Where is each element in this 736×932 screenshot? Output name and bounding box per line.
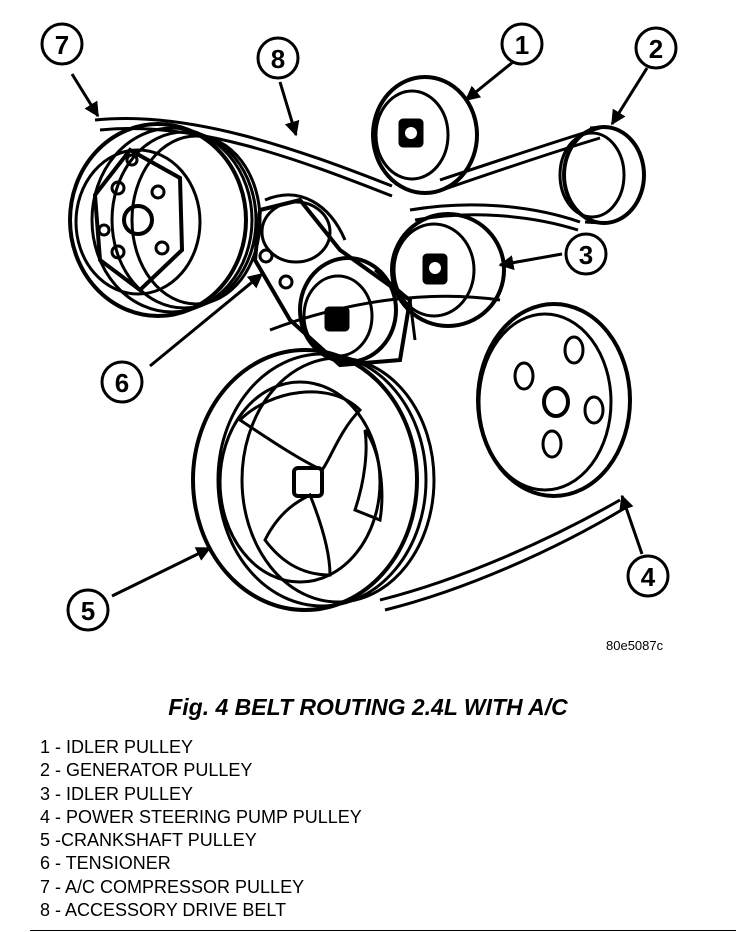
legend-item: 5 -CRANKSHAFT PULLEY xyxy=(40,830,257,851)
generator-pulley xyxy=(558,125,646,225)
legend-item: 6 - TENSIONER xyxy=(40,853,171,874)
callout-circle-2 xyxy=(634,26,678,70)
legend-item: 7 - A/C COMPRESSOR PULLEY xyxy=(40,876,305,897)
callout-circle-6 xyxy=(100,360,144,404)
leader-7 xyxy=(70,73,100,118)
callout-circle-7 xyxy=(40,22,84,66)
callout-circle-1 xyxy=(500,22,544,66)
callout-label-3: 3 xyxy=(579,240,593,270)
figure-reference: 80e5087c xyxy=(606,638,664,653)
callout-circle-3 xyxy=(564,232,608,276)
leader-4 xyxy=(619,494,644,555)
callout-label-5: 5 xyxy=(81,596,95,626)
legend-item: 4 - POWER STEERING PUMP PULLEY xyxy=(40,806,362,827)
belt-routing-diagram: 1 2 3 4 5 6 7 8 xyxy=(40,22,678,632)
callout-label-1: 1 xyxy=(515,30,529,60)
bottom-rule xyxy=(30,930,736,931)
callout-circle-5 xyxy=(66,588,110,632)
tensioner xyxy=(252,197,417,368)
crankshaft-pulley xyxy=(191,348,436,612)
figure-caption: Fig. 4 BELT ROUTING 2.4L WITH A/C xyxy=(168,694,568,720)
leader-3 xyxy=(498,252,563,271)
ac-compressor-pulley xyxy=(68,122,262,318)
callout-label-4: 4 xyxy=(641,562,656,592)
legend-item: 1 - IDLER PULLEY xyxy=(40,737,194,757)
callout-label-2: 2 xyxy=(649,34,663,64)
idler-pulley-1 xyxy=(371,75,479,195)
callout-circle-8 xyxy=(256,36,300,80)
power-steering-pump-pulley xyxy=(476,302,632,498)
callout-label-8: 8 xyxy=(271,44,285,74)
leader-1 xyxy=(464,60,514,102)
leader-6 xyxy=(149,272,264,368)
legend-item: 3 - IDLER PULLEY xyxy=(40,783,194,804)
callout-label-7: 7 xyxy=(55,30,69,60)
legend-item: 8 - ACCESSORY DRIVE BELT xyxy=(40,900,287,921)
leader-2 xyxy=(610,67,649,126)
legend-item: 2 - GENERATOR PULLEY xyxy=(40,760,253,781)
leader-8 xyxy=(278,81,300,137)
legend: 1 - IDLER PULLEY 2 - GENERATOR PULLEY 3 … xyxy=(40,736,362,922)
callout-label-6: 6 xyxy=(115,368,129,398)
callout-circle-4 xyxy=(626,554,670,598)
leader-5 xyxy=(111,546,212,598)
